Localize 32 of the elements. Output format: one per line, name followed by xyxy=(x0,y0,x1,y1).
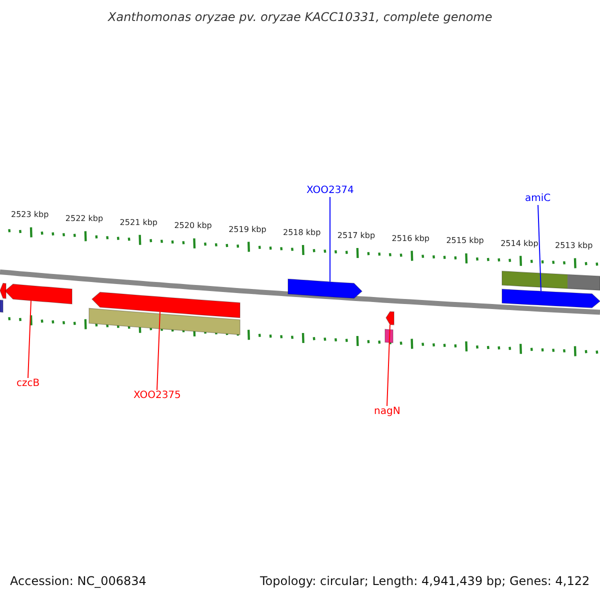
scale-label: 2523 kbp xyxy=(11,210,49,220)
scale-label: 2522 kbp xyxy=(65,214,104,224)
gene-feature xyxy=(91,292,240,318)
accession-text: Accession: NC_006834 xyxy=(10,574,146,588)
gene-feature xyxy=(4,284,72,304)
feature-bar xyxy=(502,270,600,291)
scale-label: 2520 kbp xyxy=(174,221,212,232)
gene-label: XOO2374 xyxy=(306,185,354,197)
scale-label: 2514 kbp xyxy=(500,238,538,248)
leader-line xyxy=(156,311,160,390)
gene-feature xyxy=(0,282,6,299)
gene-label: nagN xyxy=(374,406,400,418)
scale-label: 2513 kbp xyxy=(555,241,593,251)
scale-label: 2517 kbp xyxy=(337,230,376,241)
leader-line xyxy=(28,300,32,378)
gene-feature xyxy=(288,278,363,299)
feature-bar xyxy=(88,308,240,336)
leader-line xyxy=(538,204,542,292)
scale-label: 2515 kbp xyxy=(446,236,484,246)
gene-feature xyxy=(386,311,394,326)
scale-label: 2519 kbp xyxy=(228,224,266,234)
scale-label: 2516 kbp xyxy=(392,234,430,244)
gene-label: XOO2375 xyxy=(134,390,181,402)
title: Xanthomonas oryzae pv. oryzae KACC10331, complete genome xyxy=(108,10,492,24)
gene-label: czcB xyxy=(16,378,40,390)
genome-info-text: Topology: circular; Length: 4,941,439 bp; Genes: 4,122 xyxy=(260,574,590,588)
leader-line xyxy=(386,324,390,406)
gene-label: amiC xyxy=(525,193,551,205)
scale-label: 2521 kbp xyxy=(120,218,158,228)
scale-label: 2518 kbp xyxy=(283,228,321,238)
feature-bar xyxy=(0,300,4,313)
gene-feature xyxy=(502,288,600,308)
